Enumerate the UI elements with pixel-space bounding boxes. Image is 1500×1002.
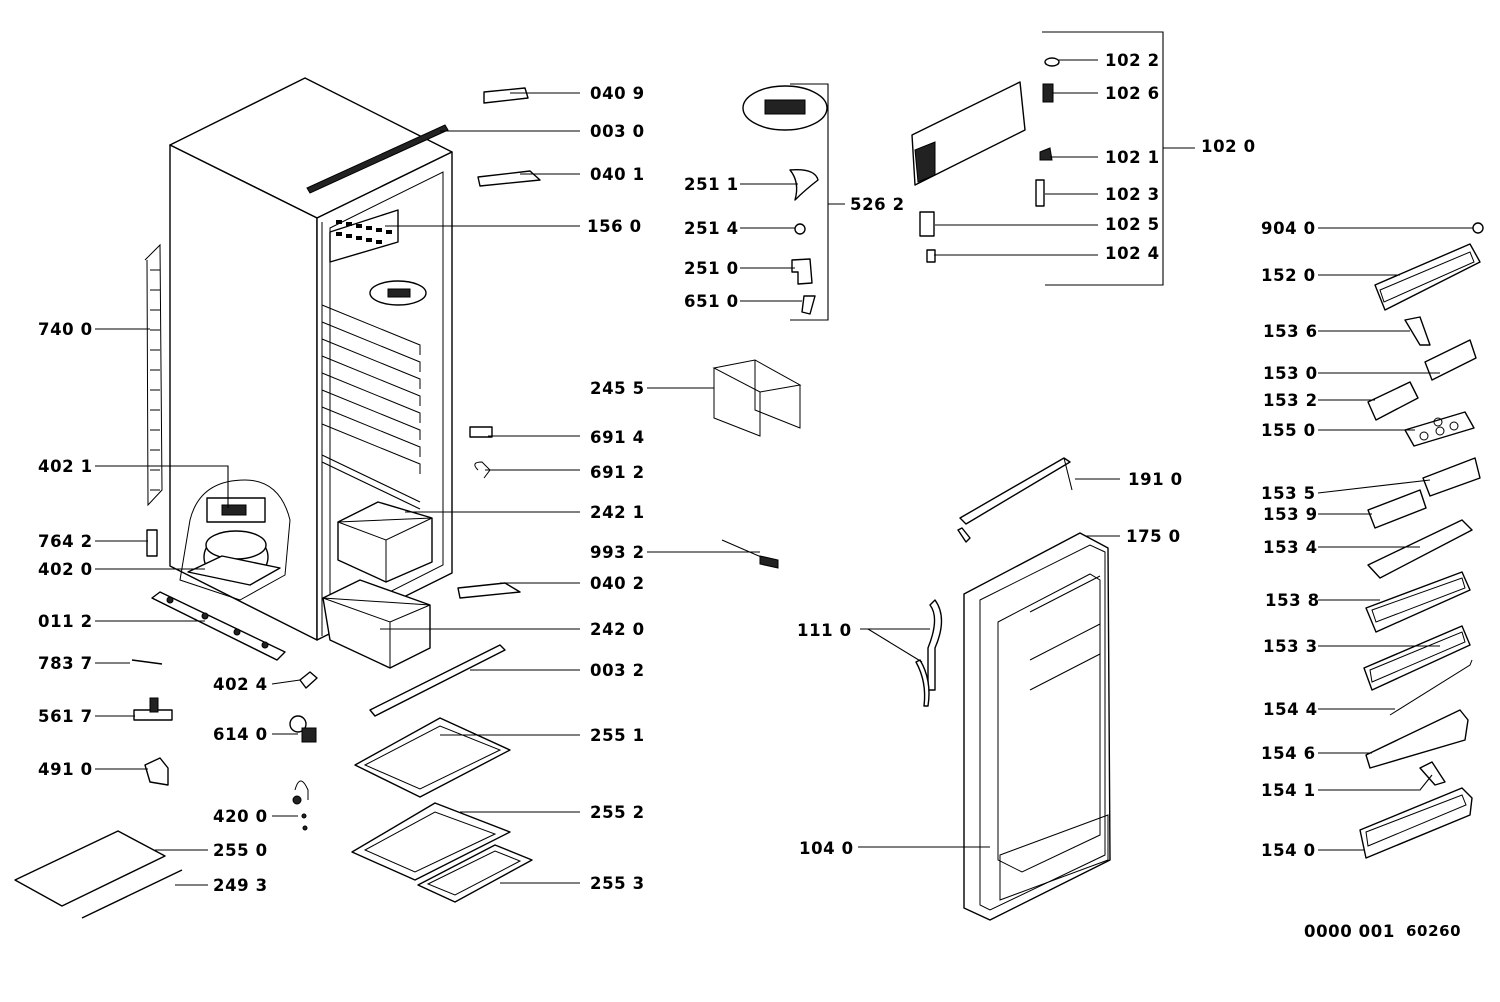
label-7400: 740 0 (38, 320, 93, 339)
label-2420: 242 0 (590, 620, 645, 639)
label-2550: 255 0 (213, 841, 268, 860)
label-4024: 402 4 (213, 675, 268, 694)
label-1022: 102 2 (1105, 51, 1160, 70)
label-1520: 152 0 (1261, 266, 1316, 285)
label-1544: 154 4 (1263, 700, 1318, 719)
label-1536: 153 6 (1263, 322, 1318, 341)
label-6140: 614 0 (213, 725, 268, 744)
label-2421: 242 1 (590, 503, 645, 522)
label-4021: 402 1 (38, 457, 93, 476)
label-4200: 420 0 (213, 807, 268, 826)
label-4020: 402 0 (38, 560, 93, 579)
drawers (322, 501, 433, 669)
label-2510: 251 0 (684, 259, 739, 278)
cable-sensor (721, 539, 779, 569)
leader-lines (95, 31, 1473, 886)
dryer-filter (146, 529, 158, 557)
label-1550: 155 0 (1261, 421, 1316, 440)
label-1040: 104 0 (799, 839, 854, 858)
label-1020: 102 0 (1201, 137, 1256, 156)
label-2514: 251 4 (684, 219, 739, 238)
condenser-coil (144, 243, 163, 507)
label-1110: 111 0 (797, 621, 852, 640)
label-1025: 102 5 (1105, 215, 1160, 234)
label-1539: 153 9 (1263, 505, 1318, 524)
label-7642: 764 2 (38, 532, 93, 551)
label-1546: 154 6 (1261, 744, 1316, 763)
label-2551: 255 1 (590, 726, 645, 745)
label-7837: 783 7 (38, 654, 93, 673)
label-5262: 526 2 (850, 195, 905, 214)
label-1530: 153 0 (1263, 364, 1318, 383)
label-2455: 245 5 (590, 379, 645, 398)
freezer-door-parts (911, 57, 1060, 263)
label-0402: 040 2 (590, 574, 645, 593)
label-1534: 153 4 (1263, 538, 1318, 557)
glass-plate (14, 830, 166, 907)
footer-code-b: 60260 (1406, 922, 1461, 940)
label-1024: 102 4 (1105, 244, 1160, 263)
glass-strip (81, 869, 183, 919)
compressor (187, 497, 281, 586)
refrigerator-door (915, 457, 1111, 921)
label-9040: 904 0 (1261, 219, 1316, 238)
label-1538: 153 8 (1265, 591, 1320, 610)
rail-bottom (369, 644, 506, 717)
label-4910: 491 0 (38, 760, 93, 779)
label-1750: 175 0 (1126, 527, 1181, 546)
thermostat-group (742, 85, 828, 315)
label-5617: 561 7 (38, 707, 93, 726)
label-6914: 691 4 (590, 428, 645, 447)
part-labels: 040 9 003 0 040 1 156 0 740 0 691 4 691 … (38, 51, 1461, 941)
glass-shelves (351, 717, 533, 903)
footer-code-a: 0000 001 (1304, 922, 1395, 941)
small-parts-left (131, 659, 318, 831)
wire-frame (712, 359, 802, 437)
label-1560: 156 0 (587, 217, 642, 236)
label-2511: 251 1 (684, 175, 739, 194)
clip-a (469, 426, 493, 438)
label-0112: 011 2 (38, 612, 93, 631)
label-1541: 154 1 (1261, 781, 1316, 800)
label-1540: 154 0 (1261, 841, 1316, 860)
label-0032: 003 2 (590, 661, 645, 680)
label-2493: 249 3 (213, 876, 268, 895)
label-9932: 993 2 (590, 543, 645, 562)
base-rail (151, 591, 286, 661)
label-2553: 255 3 (590, 874, 645, 893)
clip-b (474, 461, 491, 479)
label-1533: 153 3 (1263, 637, 1318, 656)
label-6510: 651 0 (684, 292, 739, 311)
label-2552: 255 2 (590, 803, 645, 822)
label-1535: 153 5 (1261, 484, 1316, 503)
label-6912: 691 2 (590, 463, 645, 482)
top-brackets (457, 87, 541, 599)
label-1026: 102 6 (1105, 84, 1160, 103)
label-0401: 040 1 (590, 165, 645, 184)
label-0409: 040 9 (590, 84, 645, 103)
door-shelves (1359, 222, 1484, 859)
label-1910: 191 0 (1128, 470, 1183, 489)
label-1021: 102 1 (1105, 148, 1160, 167)
label-1023: 102 3 (1105, 185, 1160, 204)
label-1532: 153 2 (1263, 391, 1318, 410)
label-0030: 003 0 (590, 122, 645, 141)
